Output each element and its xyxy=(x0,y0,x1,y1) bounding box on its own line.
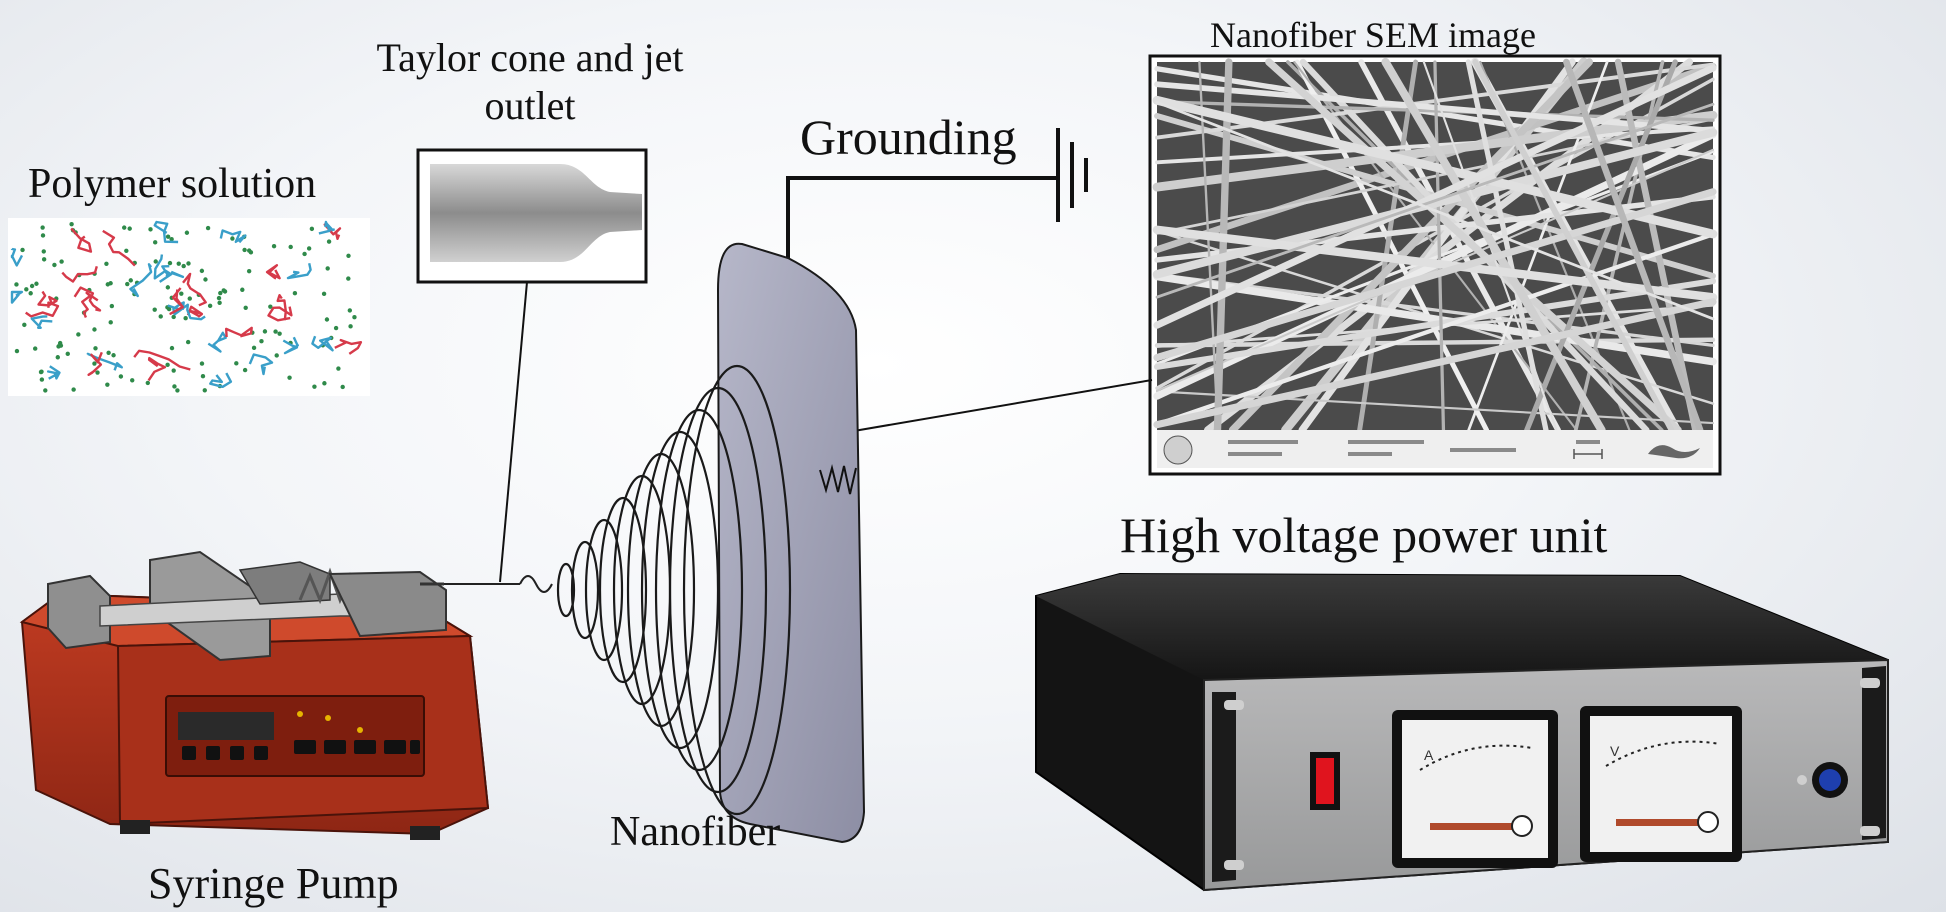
grounding-label: Grounding xyxy=(800,109,1017,165)
grounding-symbol xyxy=(786,128,1088,262)
sem-image-label: Nanofiber SEM image xyxy=(1210,15,1536,55)
syringe-pump xyxy=(19,550,490,840)
svg-text:A: A xyxy=(1424,747,1434,763)
nanofiber-label: Nanofiber xyxy=(610,809,781,855)
taylor-cone-inset xyxy=(416,148,648,583)
syringe-pump-label: Syringe Pump xyxy=(148,859,399,908)
taylor-cone-label: Taylor cone and jet outlet xyxy=(376,35,684,128)
hv-unit-label: High voltage power unit xyxy=(1120,507,1608,563)
collector-plate xyxy=(716,242,866,844)
nanofiber-jet xyxy=(440,364,792,816)
polymer-solution-image xyxy=(8,218,370,396)
sem-image xyxy=(1148,54,1722,476)
high-voltage-power-unit: A V xyxy=(1035,572,1889,892)
polymer-solution-label: Polymer solution xyxy=(28,161,317,207)
svg-text:V: V xyxy=(1610,743,1620,759)
sem-connector-line xyxy=(847,379,1153,433)
